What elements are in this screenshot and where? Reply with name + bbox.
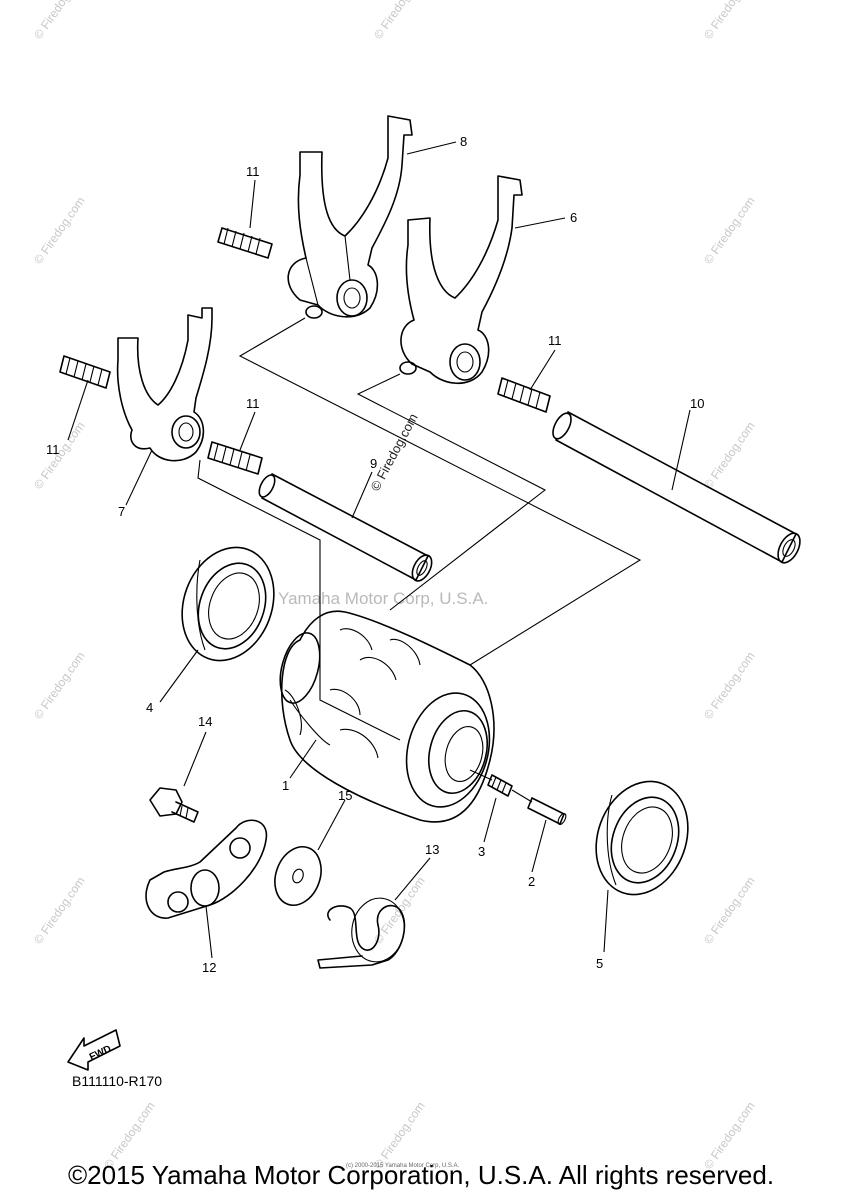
callout-leaders (67, 141, 691, 959)
callout-8: 8 (460, 134, 467, 149)
callout-11: 11 (548, 333, 562, 348)
callout-9: 9 (370, 456, 377, 471)
watermark-text: © Firedog.com (701, 419, 758, 492)
washer-15 (274, 846, 322, 906)
callout-3: 3 (478, 844, 485, 859)
bearing-5 (595, 780, 689, 896)
copyright-footer: ©2015 Yamaha Motor Corporation, U.S.A. A… (67, 1160, 775, 1190)
callout-6: 6 (570, 210, 577, 225)
watermark-text: © Firedog.com (701, 0, 758, 42)
diagram-code: B111110-R170 (72, 1073, 162, 1089)
callout-1: 1 (282, 778, 289, 793)
fwd-label: FWD (88, 1044, 113, 1064)
fork-springs-11 (59, 227, 551, 475)
callout-12: 12 (202, 960, 216, 975)
torsion-spring-13 (317, 897, 406, 969)
callout-11: 11 (246, 164, 260, 179)
watermark-text: © Firedog.com (371, 0, 428, 42)
assembly-guide-lines (197, 317, 642, 741)
tiny-copyright-note: (c) 2000-2015 Yamaha Motor Corp, U.S.A. (346, 1163, 460, 1169)
guide-bar-9 (258, 473, 433, 582)
callout-10: 10 (690, 396, 704, 411)
callout-14: 14 (198, 714, 212, 729)
fwd-arrow-icon: FWD (67, 1029, 121, 1071)
watermark-text: © Firedog.com (701, 194, 758, 267)
watermark-text: © Firedog.com (31, 194, 88, 267)
callout-15: 15 (338, 788, 352, 803)
pins-2-3 (469, 769, 567, 826)
stopper-lever-12 (145, 819, 268, 919)
watermark-center-site: © Firedog.com (367, 411, 420, 493)
watermark-layer: © Firedog.com © Firedog.com © Firedog.co… (31, 0, 758, 1172)
watermark-text: © Firedog.com (31, 874, 88, 947)
shift-fork-7 (116, 307, 213, 462)
watermark-text: © Firedog.com (701, 874, 758, 947)
guide-bar-10 (552, 411, 801, 564)
callout-7: 7 (118, 504, 125, 519)
callout-4: 4 (146, 700, 153, 715)
bolt-14 (149, 787, 199, 823)
watermark-text: © Firedog.com (31, 649, 88, 722)
watermark-text: © Firedog.com (701, 649, 758, 722)
bearing-4 (181, 546, 275, 662)
callout-11: 11 (46, 442, 60, 457)
shift-fork-8 (287, 115, 413, 319)
callout-2: 2 (528, 874, 535, 889)
callout-11: 11 (246, 396, 260, 411)
shift-fork-6 (399, 175, 523, 384)
callout-5: 5 (596, 956, 603, 971)
watermark-text: © Firedog.com (31, 0, 88, 42)
callout-numbers: 8 6 11 11 11 11 7 9 10 4 1 14 15 13 3 2 … (46, 134, 704, 975)
callout-13: 13 (425, 842, 439, 857)
shift-drum-1 (279, 610, 495, 823)
watermark-center-text: Yamaha Motor Corp, U.S.A. (278, 589, 488, 608)
